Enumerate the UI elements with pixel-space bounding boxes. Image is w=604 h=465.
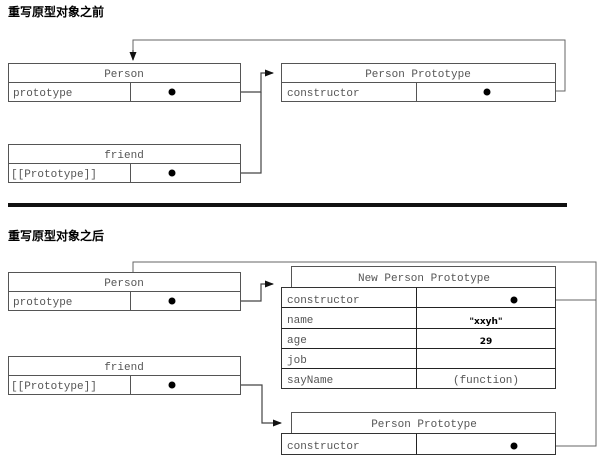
pointer-dot (168, 381, 176, 389)
box-new-person-prototype[interactable]: New Person Prototype constructor name "x… (281, 266, 556, 389)
pointer-dot (510, 442, 518, 450)
box-header-label: New Person Prototype (358, 273, 490, 285)
pointer-dot (510, 296, 518, 304)
box-header-label: Person (104, 278, 144, 290)
box-person-after[interactable]: Person prototype (8, 272, 241, 311)
pointer-dot (168, 169, 176, 177)
box-header-label: friend (104, 362, 144, 374)
row-key-internal-prototype: [[Prototype]] (11, 169, 97, 181)
row-value-name: "xxyh" (469, 317, 502, 327)
pointer-dot (483, 88, 491, 96)
box-header-label: Person Prototype (371, 419, 477, 431)
box-friend-after[interactable]: friend [[Prototype]] (8, 356, 241, 395)
row-key-internal-prototype: [[Prototype]] (11, 381, 97, 393)
box-header-label: friend (104, 150, 144, 162)
pointer-dot (168, 297, 176, 305)
row-key-age: age (287, 335, 307, 347)
row-key-sayname: sayName (287, 375, 333, 387)
box-person-prototype-after[interactable]: Person Prototype constructor (281, 412, 556, 455)
row-key-prototype: prototype (13, 297, 72, 309)
row-key-job: job (287, 355, 307, 367)
box-person-prototype-before[interactable]: Person Prototype constructor (281, 63, 556, 102)
section-title-before: 重写原型对象之前 (8, 4, 104, 19)
pointer-dot (168, 88, 176, 96)
section-title-after: 重写原型对象之后 (8, 228, 104, 243)
box-friend-before[interactable]: friend [[Prototype]] (8, 144, 241, 183)
row-key-prototype: prototype (13, 88, 72, 100)
box-header-label: Person (104, 69, 144, 81)
row-key-constructor: constructor (287, 295, 360, 307)
box-person-before[interactable]: Person prototype (8, 63, 241, 102)
row-key-constructor: constructor (287, 441, 360, 453)
row-key-name: name (287, 315, 313, 327)
row-value-sayname: (function) (453, 375, 519, 387)
row-value-age: 29 (480, 337, 493, 347)
box-header-label: Person Prototype (365, 69, 471, 81)
row-key-constructor: constructor (287, 88, 360, 100)
